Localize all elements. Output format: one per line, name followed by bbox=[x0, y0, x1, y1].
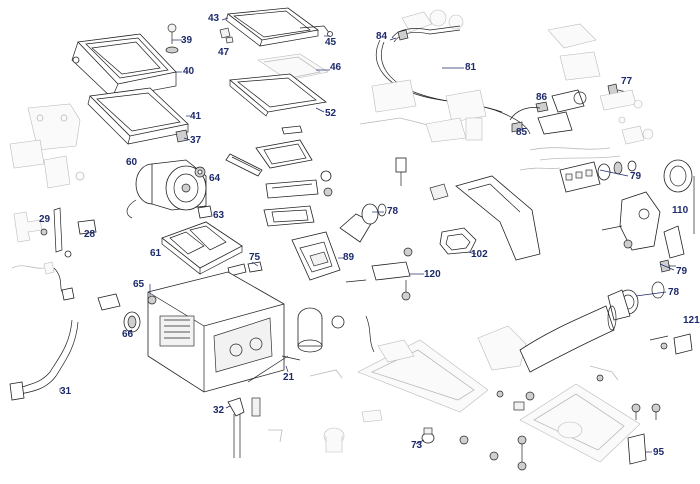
nut-64 bbox=[194, 166, 206, 178]
callout-37[interactable]: 37 bbox=[190, 135, 202, 146]
valve-120 bbox=[345, 247, 413, 301]
filter-frame-lower bbox=[87, 87, 189, 145]
frame-61 bbox=[161, 221, 243, 275]
blower-79-top bbox=[559, 160, 637, 193]
motor-block-right bbox=[359, 79, 487, 143]
callout-110[interactable]: 110 bbox=[672, 205, 689, 216]
callout-60[interactable]: 60 bbox=[126, 157, 138, 168]
cable-lines-right bbox=[519, 147, 621, 171]
callout-64[interactable]: 64 bbox=[209, 173, 221, 184]
blower-motor-60 bbox=[126, 159, 207, 219]
callout-65[interactable]: 65 bbox=[133, 279, 145, 290]
callout-73[interactable]: 73 bbox=[411, 440, 423, 451]
disc-110 bbox=[663, 159, 695, 234]
callout-40[interactable]: 40 bbox=[183, 66, 195, 77]
heater-box bbox=[147, 271, 285, 393]
callout-84[interactable]: 84 bbox=[376, 31, 388, 42]
seal-strip-center bbox=[225, 153, 263, 177]
actuator-65 bbox=[97, 293, 157, 311]
screw-39 bbox=[165, 23, 179, 54]
ring-78-lower bbox=[607, 281, 665, 321]
ring-66 bbox=[123, 311, 141, 333]
pipe-32 bbox=[227, 397, 261, 458]
callout-77[interactable]: 77 bbox=[621, 76, 633, 87]
small-parts-bottom bbox=[268, 409, 383, 453]
hose-85 bbox=[509, 107, 541, 133]
pump-86 bbox=[535, 89, 587, 135]
tray-95-area bbox=[519, 383, 647, 465]
clip-63 bbox=[197, 205, 213, 219]
seal-frame-52 bbox=[229, 73, 327, 117]
duct-89 bbox=[291, 231, 341, 281]
clips-47 bbox=[219, 27, 234, 44]
rod-21 bbox=[247, 355, 343, 383]
callout-52[interactable]: 52 bbox=[325, 108, 337, 119]
callout-29[interactable]: 29 bbox=[39, 214, 51, 225]
filter-frame-upper bbox=[71, 33, 177, 99]
bracket-121 bbox=[649, 333, 693, 355]
callout-86[interactable]: 86 bbox=[536, 92, 548, 103]
connector-cable-left bbox=[11, 261, 75, 301]
center-dials bbox=[263, 170, 333, 227]
callout-63[interactable]: 63 bbox=[213, 210, 225, 221]
callout-43[interactable]: 43 bbox=[208, 13, 220, 24]
callout-85[interactable]: 85 bbox=[516, 127, 528, 138]
callout-121[interactable]: 121 bbox=[683, 315, 700, 326]
callout-28[interactable]: 28 bbox=[84, 229, 96, 240]
seal-45 bbox=[299, 25, 333, 37]
callout-89[interactable]: 89 bbox=[343, 252, 355, 263]
duct-right-center bbox=[429, 175, 541, 261]
sensor-29 bbox=[13, 207, 72, 258]
sensor-28 bbox=[77, 219, 97, 235]
callout-47[interactable]: 47 bbox=[218, 47, 230, 58]
valve-unit-top bbox=[401, 9, 601, 81]
callout-41[interactable]: 41 bbox=[190, 111, 202, 122]
right-valve-parts bbox=[599, 89, 654, 145]
lower-housing-center bbox=[357, 339, 489, 413]
callout-78-lower[interactable]: 78 bbox=[668, 287, 680, 298]
switch-small bbox=[395, 157, 407, 186]
callout-81[interactable]: 81 bbox=[465, 62, 477, 73]
hose-84 bbox=[391, 25, 461, 43]
filter-mat-46 bbox=[257, 53, 329, 81]
gasket-102 bbox=[439, 227, 477, 255]
callout-61[interactable]: 61 bbox=[150, 248, 162, 259]
duct-right-lower bbox=[477, 305, 617, 373]
tube-31 bbox=[9, 319, 79, 401]
callout-102[interactable]: 102 bbox=[471, 249, 488, 260]
callout-45[interactable]: 45 bbox=[325, 37, 337, 48]
clips-bottom-mid bbox=[496, 365, 619, 398]
cover-43 bbox=[225, 7, 319, 47]
callout-32[interactable]: 32 bbox=[213, 405, 225, 416]
callout-31[interactable]: 31 bbox=[60, 386, 72, 397]
callout-78-upper[interactable]: 78 bbox=[387, 206, 399, 217]
motor-lower-center bbox=[297, 307, 375, 353]
bracket-right-middle bbox=[601, 191, 685, 259]
callout-21[interactable]: 21 bbox=[283, 372, 295, 383]
clip-37 bbox=[175, 129, 189, 143]
bracket-75 bbox=[227, 261, 263, 277]
bar-left-center bbox=[255, 125, 313, 169]
callout-46[interactable]: 46 bbox=[330, 62, 342, 73]
callout-120[interactable]: 120 bbox=[424, 269, 441, 280]
nozzle-78-upper bbox=[339, 203, 387, 243]
cap-73 bbox=[421, 427, 435, 444]
leader-lines bbox=[59, 17, 675, 453]
callout-75[interactable]: 75 bbox=[249, 252, 261, 263]
control-module-left bbox=[9, 139, 85, 189]
callout-79-lower[interactable]: 79 bbox=[676, 266, 688, 277]
callout-95[interactable]: 95 bbox=[653, 447, 665, 458]
screws-bottom-right bbox=[459, 391, 661, 471]
callout-66[interactable]: 66 bbox=[122, 329, 134, 340]
callout-79-upper[interactable]: 79 bbox=[630, 171, 642, 182]
callout-39[interactable]: 39 bbox=[181, 35, 193, 46]
